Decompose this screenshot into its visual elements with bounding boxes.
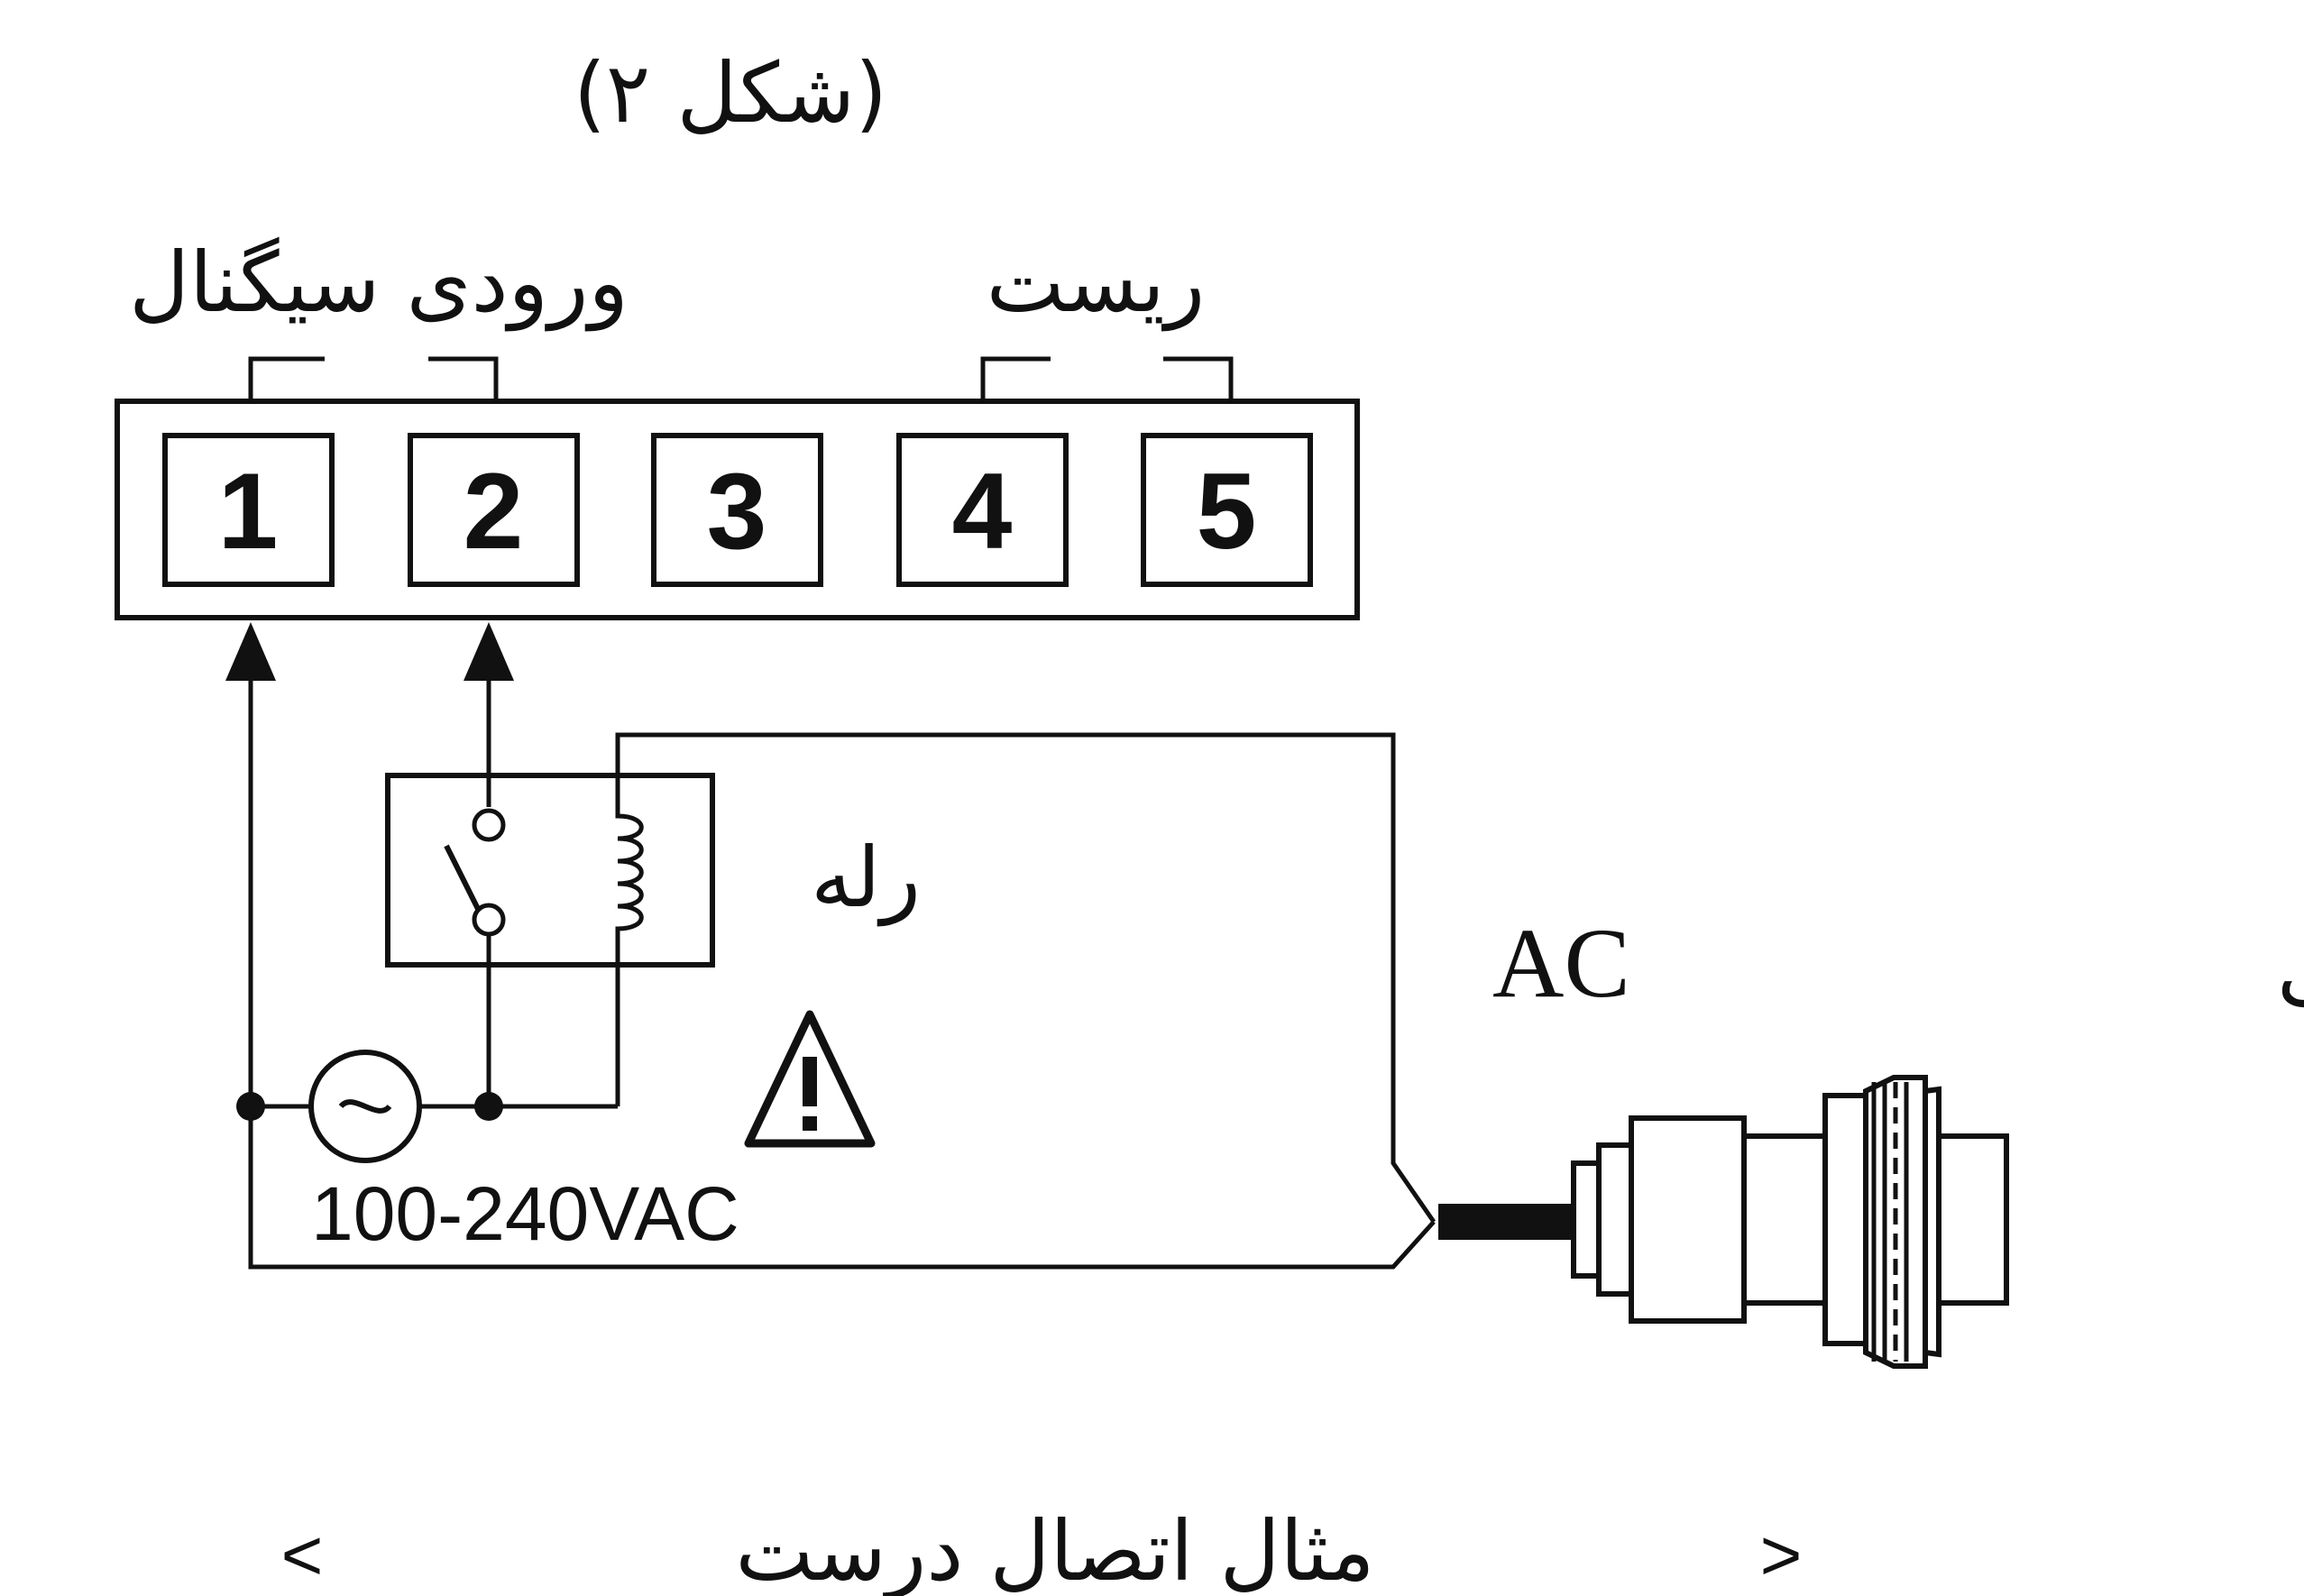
warning-icon <box>744 1010 876 1148</box>
signal-input-label: ورودی سیگنال <box>129 234 629 332</box>
figure-caption: (شکل ۲) <box>574 45 887 142</box>
junction-left <box>236 1092 265 1121</box>
reset-bracket <box>980 356 1234 401</box>
right-chevron: > <box>1760 1515 1803 1595</box>
terminal-4-label: 4 <box>952 451 1013 572</box>
terminal-5: 5 <box>1141 433 1313 587</box>
relay-switch-icon <box>444 808 506 937</box>
arrow-terminal-2 <box>464 622 514 681</box>
left-chevron: < <box>281 1515 324 1595</box>
sensor-type-label: AC <box>1492 908 1630 1018</box>
terminal-2: 2 <box>408 433 580 587</box>
terminal-1-label: 1 <box>218 451 279 572</box>
sensor-name: سنسور مجاورتی <box>2277 920 2304 1017</box>
reset-label: ریست <box>987 234 1205 331</box>
ac-source-icon <box>308 1050 422 1163</box>
terminal-3-label: 3 <box>707 451 767 572</box>
relay-label: رله <box>811 830 921 926</box>
terminal-3: 3 <box>651 433 823 587</box>
arrow-terminal-1 <box>225 622 276 681</box>
sensor-label: سنسور مجاورتی <box>2277 920 2304 1017</box>
supply-voltage-label: 100-240VAC <box>311 1171 739 1256</box>
terminal-2-label: 2 <box>464 451 524 572</box>
terminal-5-label: 5 <box>1197 451 1257 572</box>
relay-box <box>385 773 715 968</box>
terminal-block <box>115 399 1360 620</box>
junction-right <box>474 1092 503 1121</box>
bottom-caption: مثال اتصال درست <box>735 1503 1374 1596</box>
signal-input-bracket <box>248 356 499 401</box>
proximity-sensor-icon <box>1438 1075 2009 1369</box>
terminal-4: 4 <box>896 433 1069 587</box>
terminal-1: 1 <box>162 433 335 587</box>
relay-coil-icon <box>615 793 644 956</box>
